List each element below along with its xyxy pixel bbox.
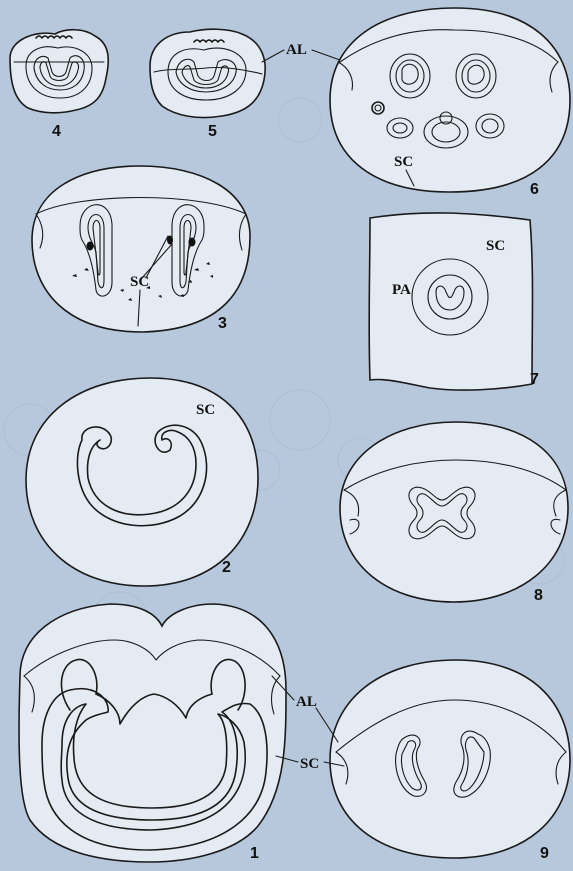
figure-8-number: 8 bbox=[534, 587, 543, 604]
pa-label-fig7: PA bbox=[392, 282, 411, 298]
figure-1-number: 1 bbox=[250, 845, 259, 862]
figure-8: 8 bbox=[340, 422, 568, 604]
figure-1: 1 bbox=[19, 604, 286, 862]
figure-4-number: 4 bbox=[52, 123, 61, 140]
figure-6: SC 6 bbox=[330, 8, 570, 198]
figure-9: 9 bbox=[330, 660, 570, 862]
figure-2: SC 2 bbox=[26, 378, 258, 586]
figure-6-number: 6 bbox=[530, 181, 539, 198]
figure-2-number: 2 bbox=[222, 559, 231, 576]
figure-3: SC 3 bbox=[32, 166, 250, 332]
figure-9-number: 9 bbox=[540, 845, 549, 862]
sc-label-fig6: SC bbox=[394, 154, 413, 170]
figure-7-number: 7 bbox=[530, 371, 539, 388]
figure-5-number: 5 bbox=[208, 123, 217, 140]
al-text-bottom: AL bbox=[296, 694, 317, 710]
figure-7: SC PA 7 bbox=[369, 213, 539, 390]
sc-label-fig2: SC bbox=[196, 402, 215, 418]
al-text-top: AL bbox=[286, 42, 307, 58]
figure-3-number: 3 bbox=[218, 315, 227, 332]
sc-label-fig7: SC bbox=[486, 238, 505, 254]
sc-text-bottom: SC bbox=[300, 756, 319, 772]
